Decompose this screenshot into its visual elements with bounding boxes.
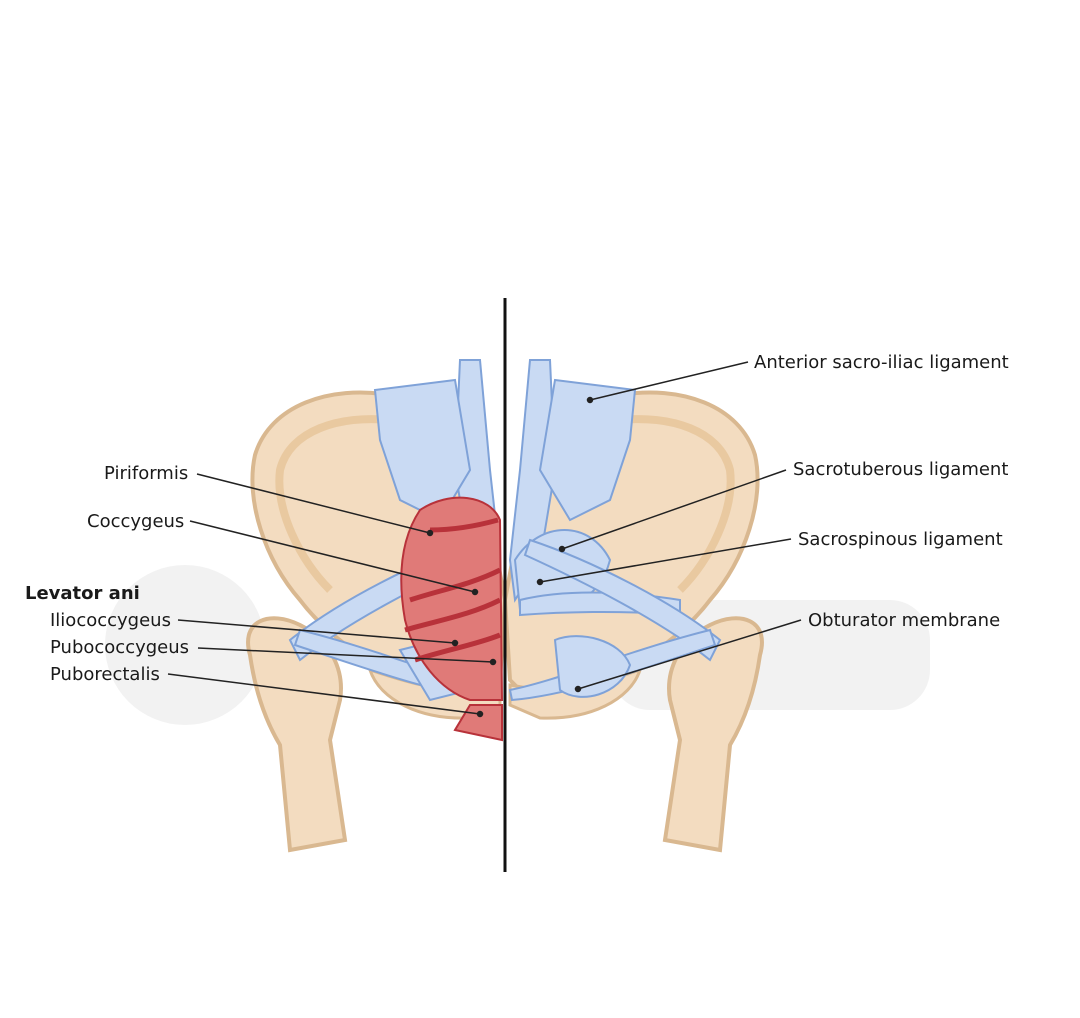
leader-obturator-membrane (577, 619, 802, 690)
leader-coccygeus (189, 520, 476, 593)
left-femur (246, 616, 348, 853)
leader-sacrospinous (539, 538, 792, 583)
label-sacrotuberous-ligament: Sacrotuberous ligament (793, 459, 1009, 480)
leader-lines (167, 361, 802, 718)
label-puborectalis: Puborectalis (50, 664, 160, 685)
right-femur (662, 616, 764, 853)
leader-puborectalis (167, 673, 481, 715)
label-anterior-sacro-iliac-ligament: Anterior sacro-iliac ligament (754, 352, 1009, 373)
pelvic-floor-muscles (400, 496, 504, 742)
label-obturator-membrane: Obturator membrane (808, 610, 1001, 631)
label-piriformis: Piriformis (104, 463, 189, 484)
leader-piriformis (196, 473, 431, 534)
label-pubococcygeus: Pubococcygeus (50, 637, 190, 658)
label-sacrospinous-ligament: Sacrospinous ligament (798, 529, 1003, 550)
label-iliococcygeus: Iliococcygeus (50, 610, 171, 631)
leader-pubococcygeus (197, 647, 494, 663)
leader-anterior-sacro-iliac (589, 361, 749, 401)
label-levator-ani: Levator ani (25, 583, 140, 604)
label-coccygeus: Coccygeus (87, 511, 185, 532)
leader-iliococcygeus (177, 619, 456, 644)
leader-sacrotuberous (561, 469, 787, 550)
